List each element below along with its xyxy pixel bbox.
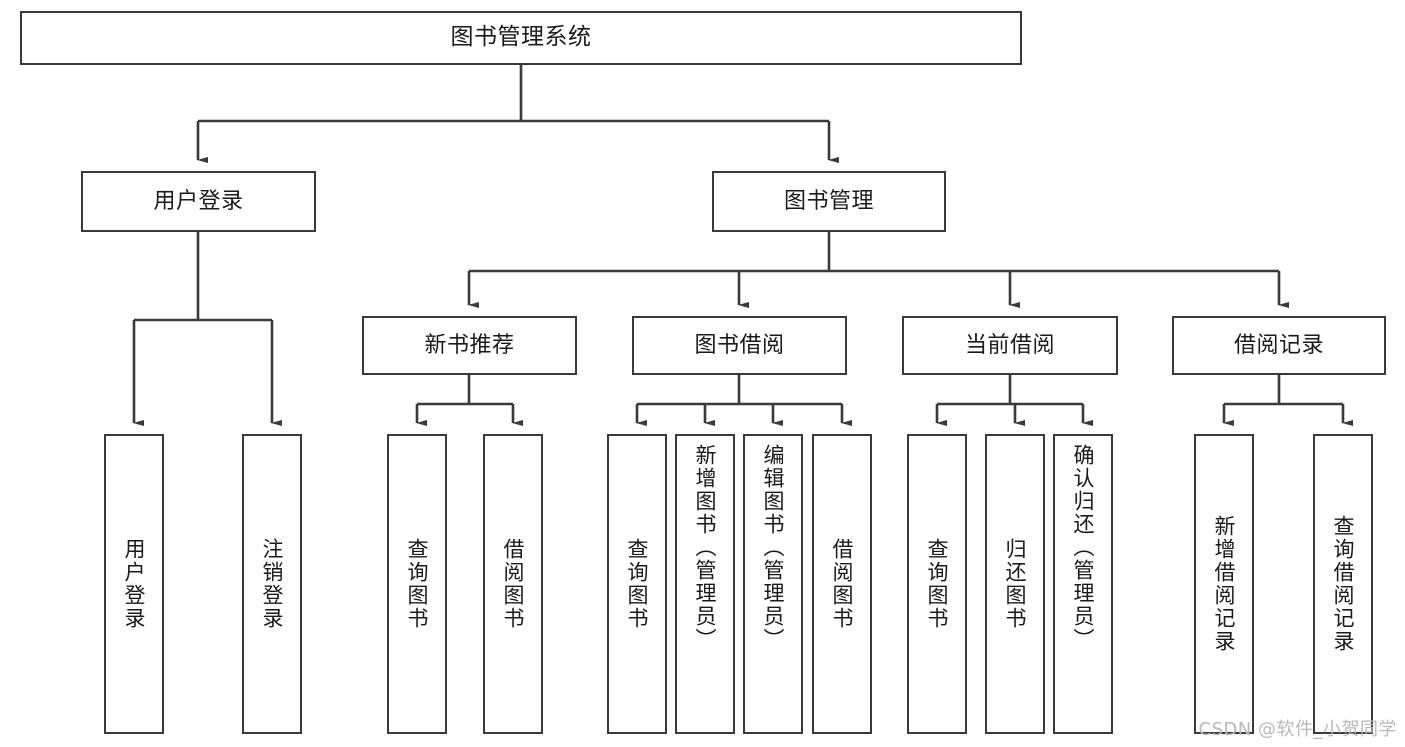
leaf-record-query-record[interactable]: 查询借阅记录 <box>1313 434 1373 734</box>
node-label: 新增借阅记录 <box>1212 515 1237 653</box>
node-borrow-record[interactable]: 借阅记录 <box>1172 316 1386 375</box>
node-label: 借阅图书 <box>830 538 855 630</box>
node-label: 查询图书 <box>625 538 650 630</box>
node-current-borrow[interactable]: 当前借阅 <box>902 316 1118 375</box>
node-root-system[interactable]: 图书管理系统 <box>20 11 1022 65</box>
node-label: 查询图书 <box>405 538 430 630</box>
leaf-user-login[interactable]: 用户登录 <box>104 434 164 734</box>
leaf-borrow-add-book-admin[interactable]: 新增图书（管理员） <box>675 434 735 734</box>
leaf-current-return-book[interactable]: 归还图书 <box>985 434 1045 734</box>
node-new-book-recommend[interactable]: 新书推荐 <box>362 316 577 375</box>
node-label: 用户登录 <box>122 538 147 630</box>
leaf-recommend-query-book[interactable]: 查询图书 <box>387 434 447 734</box>
node-label: 新增图书（管理员） <box>693 444 718 651</box>
leaf-record-add-record[interactable]: 新增借阅记录 <box>1194 434 1254 734</box>
node-book-borrow[interactable]: 图书借阅 <box>632 316 847 375</box>
node-label: 新书推荐 <box>424 332 515 358</box>
leaf-borrow-borrow-book[interactable]: 借阅图书 <box>812 434 872 734</box>
node-label: 借阅记录 <box>1233 332 1324 358</box>
watermark: CSDN @软件_小贺同学 <box>1198 719 1397 740</box>
node-label: 图书管理系统 <box>450 24 592 51</box>
node-label: 用户登录 <box>153 188 244 214</box>
node-label: 注销登录 <box>260 538 285 630</box>
leaf-logout[interactable]: 注销登录 <box>242 434 302 734</box>
leaf-current-query-book[interactable]: 查询图书 <box>907 434 967 734</box>
node-label: 图书借阅 <box>694 332 785 358</box>
leaf-current-confirm-return-admin[interactable]: 确认归还（管理员） <box>1053 434 1113 734</box>
leaf-recommend-borrow-book[interactable]: 借阅图书 <box>483 434 543 734</box>
leaf-borrow-edit-book-admin[interactable]: 编辑图书（管理员） <box>743 434 803 734</box>
node-label: 归还图书 <box>1003 538 1028 630</box>
node-book-management[interactable]: 图书管理 <box>712 171 946 232</box>
leaf-borrow-query-book[interactable]: 查询图书 <box>607 434 667 734</box>
node-label: 查询借阅记录 <box>1331 515 1356 653</box>
node-label: 图书管理 <box>783 188 874 214</box>
node-label: 借阅图书 <box>501 538 526 630</box>
node-user-login[interactable]: 用户登录 <box>81 171 316 232</box>
node-label: 查询图书 <box>925 538 950 630</box>
node-label: 编辑图书（管理员） <box>761 444 786 651</box>
node-label: 确认归还（管理员） <box>1071 444 1096 651</box>
node-label: 当前借阅 <box>964 332 1055 358</box>
